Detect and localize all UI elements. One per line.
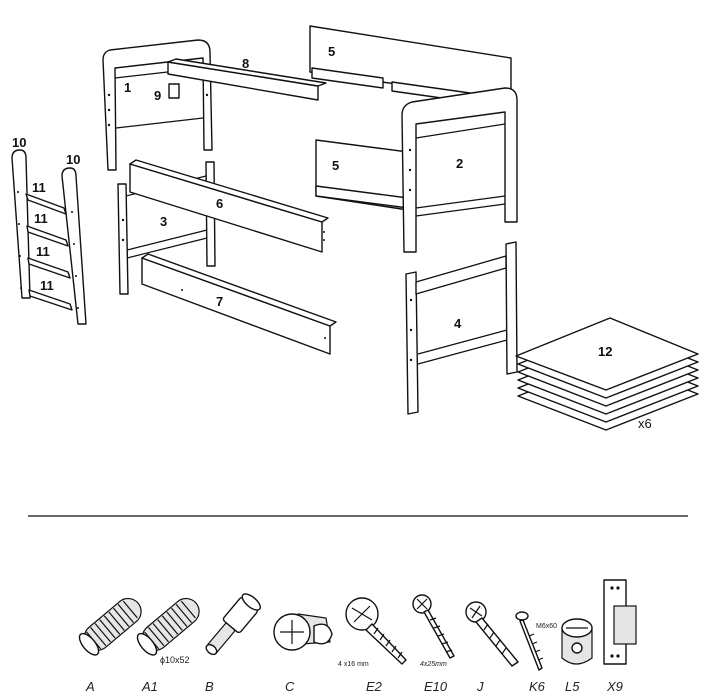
hardware-x9-plate-icon (603, 579, 637, 665)
label-10-left: 10 (12, 135, 26, 150)
spec-e2: 4 x16 mm (338, 661, 369, 668)
part-4-foot-frame: 4 (405, 241, 518, 415)
hardware-a1-dowel-icon (136, 597, 200, 656)
hardware-k6-bolt-icon: M6x60 (515, 611, 557, 671)
label-11-d: 11 (40, 278, 54, 293)
part-7-rail: 7 (141, 253, 337, 355)
part-12-boards-stack: 12 x6 (515, 317, 699, 431)
part-9-block: 9 (154, 83, 180, 103)
part-2-head-frame: 2 (401, 87, 518, 253)
hardware-label-l5: L5 (565, 679, 580, 694)
label-4: 4 (454, 316, 462, 331)
part-5-top-board: 5 (309, 25, 512, 103)
label-7: 7 (216, 294, 223, 309)
part-1-head-frame: 1 (102, 39, 213, 171)
hardware-label-e2: E2 (366, 679, 383, 694)
label-5-middle: 5 (332, 158, 339, 173)
hardware-label-e10: E10 (424, 679, 448, 694)
spec-e10: 4x25mm (420, 661, 447, 668)
hardware-e10-screw-icon (412, 594, 455, 659)
hardware-label-a: A (85, 679, 95, 694)
quantity-12: x6 (638, 416, 652, 431)
label-9: 9 (154, 88, 161, 103)
hardware-label-j: J (476, 679, 484, 694)
hardware-label-x9: X9 (606, 679, 623, 694)
label-1: 1 (124, 80, 131, 95)
hardware-label-c: C (285, 679, 295, 694)
label-10-right: 10 (66, 152, 80, 167)
hardware-b-connector-icon (205, 593, 262, 656)
spec-k6: M6x60 (536, 623, 557, 630)
label-11-a: 11 (32, 180, 46, 195)
hardware-label-a1: A1 (141, 679, 158, 694)
hardware-a-dowel-icon (78, 597, 142, 656)
hardware-c-cam-lock-icon (273, 613, 333, 651)
label-11-b: 11 (34, 211, 48, 226)
hardware-l5-barrel-nut-icon (561, 618, 593, 665)
part-10-11-ladder: 10 10 11 11 11 11 (11, 135, 87, 325)
spec-a1: ϕ10x52 (160, 655, 190, 665)
label-2: 2 (456, 156, 463, 171)
part-8-rail: 8 (167, 56, 327, 101)
label-8: 8 (242, 56, 249, 71)
label-5-top: 5 (328, 44, 335, 59)
hardware-j-screw-icon (465, 601, 519, 667)
hardware-e2-screw-icon (345, 597, 407, 665)
label-3: 3 (160, 214, 167, 229)
label-12: 12 (598, 344, 612, 359)
label-11-c: 11 (36, 244, 50, 259)
hardware-label-k6: K6 (529, 679, 546, 694)
label-6: 6 (216, 196, 223, 211)
part-5-middle-board: 5 (315, 139, 409, 211)
part-6-rail: 6 (129, 159, 329, 253)
hardware-label-b: B (205, 679, 214, 694)
